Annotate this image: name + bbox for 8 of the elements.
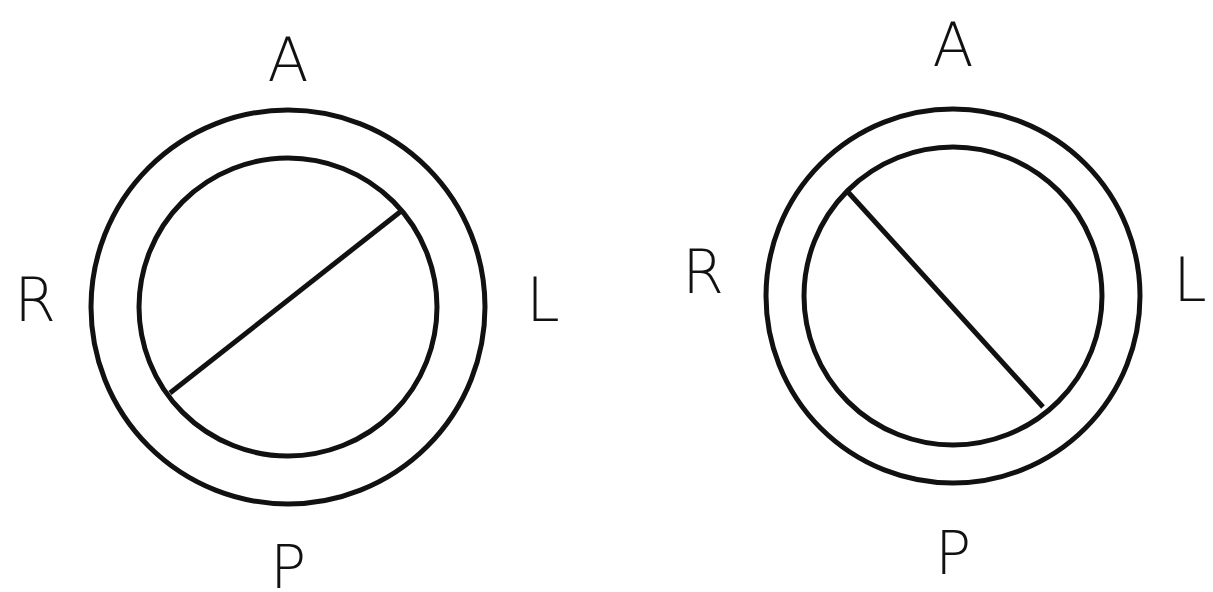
direction-letter: A [932,15,974,75]
direction-letter: P [269,537,307,592]
direction-letter: A [267,30,309,90]
direction-letter: P [934,523,972,583]
direction-letter: L [1173,250,1207,310]
direction-letter: R [682,242,724,302]
direction-letter: L [526,270,560,330]
direction-letter: R [14,270,56,330]
